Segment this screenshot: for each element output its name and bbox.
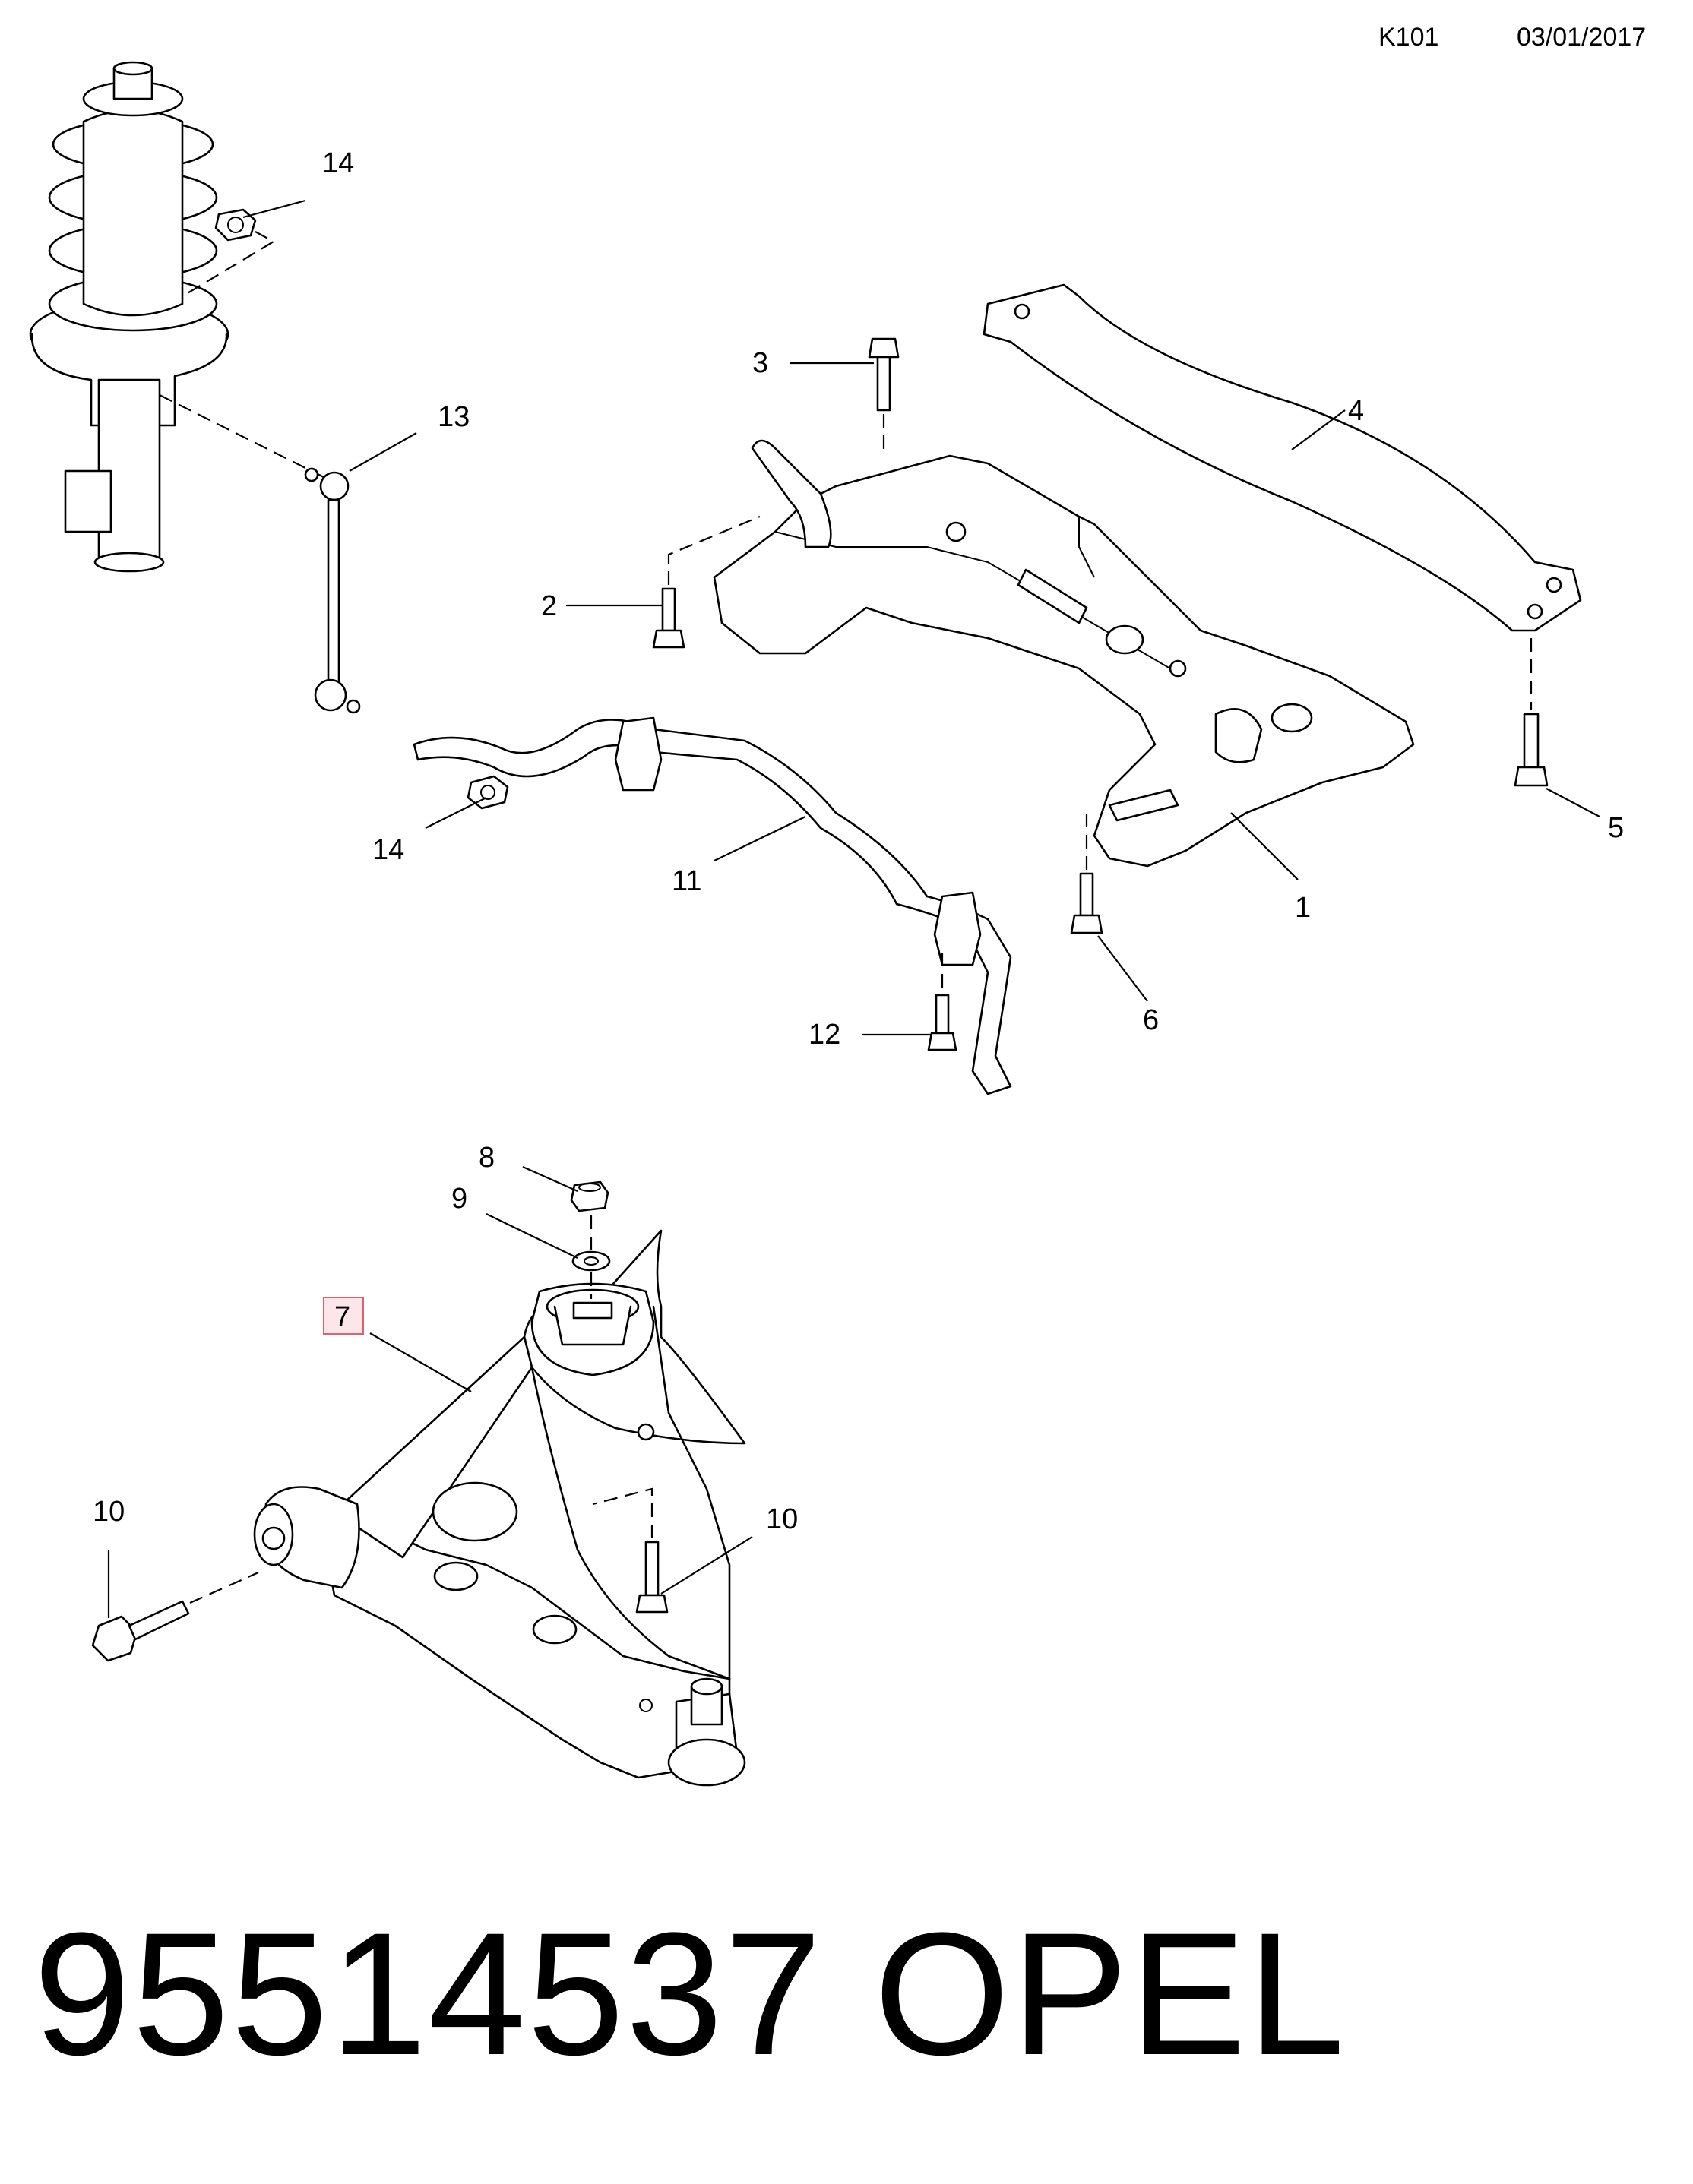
bolt-5	[1514, 713, 1549, 787]
bolt-3	[868, 337, 900, 412]
stabilizer-bar	[413, 716, 1012, 1095]
label-11: 11	[672, 865, 701, 897]
diagram-code: K101	[1378, 23, 1439, 52]
part-number: 95514537	[33, 1896, 824, 2091]
label-3: 3	[752, 347, 768, 379]
reinforcement-bar	[983, 283, 1582, 632]
label-12: 12	[809, 1019, 840, 1051]
diagram-date: 03/01/2017	[1517, 23, 1647, 52]
brand-name: OPEL	[874, 1896, 1346, 2091]
bolt-12	[927, 994, 957, 1051]
nut-14-bottom	[467, 775, 509, 810]
label-14-top: 14	[322, 147, 354, 179]
bolt-10-left	[91, 1600, 190, 1662]
label-9: 9	[451, 1183, 467, 1215]
label-13: 13	[438, 401, 470, 433]
lower-control-arm	[318, 1229, 746, 1779]
label-10-left: 10	[93, 1496, 125, 1528]
strut-link-dashline	[159, 394, 328, 479]
label-14-bottom: 14	[372, 834, 404, 866]
label-7-highlight-box	[323, 1297, 364, 1335]
arm-bushing-vertical	[530, 1282, 655, 1376]
label-7: 7	[334, 1301, 350, 1333]
washer-9	[571, 1250, 611, 1272]
label-5: 5	[1608, 812, 1624, 844]
exploded-parts-diagram: 14 13 3 4 2 5 1 14 11 6 12 8 9 7 10 10	[29, 61, 1624, 1787]
label-6: 6	[1143, 1004, 1159, 1036]
nut-14-top	[214, 208, 257, 242]
arm-bushing-horizontal	[253, 1486, 360, 1589]
label-2: 2	[541, 590, 557, 622]
nut-8	[570, 1180, 609, 1212]
bolt-6	[1070, 872, 1103, 934]
bolt-10-right	[635, 1541, 669, 1614]
label-8: 8	[479, 1142, 495, 1174]
crossmember	[713, 439, 1415, 868]
strut-assembly	[29, 61, 229, 573]
stabilizer-link	[304, 467, 361, 714]
label-4: 4	[1348, 395, 1364, 427]
bolt-2	[652, 587, 685, 649]
label-10-right: 10	[766, 1503, 798, 1535]
label-1: 1	[1295, 892, 1311, 924]
ball-joint	[667, 1677, 746, 1787]
